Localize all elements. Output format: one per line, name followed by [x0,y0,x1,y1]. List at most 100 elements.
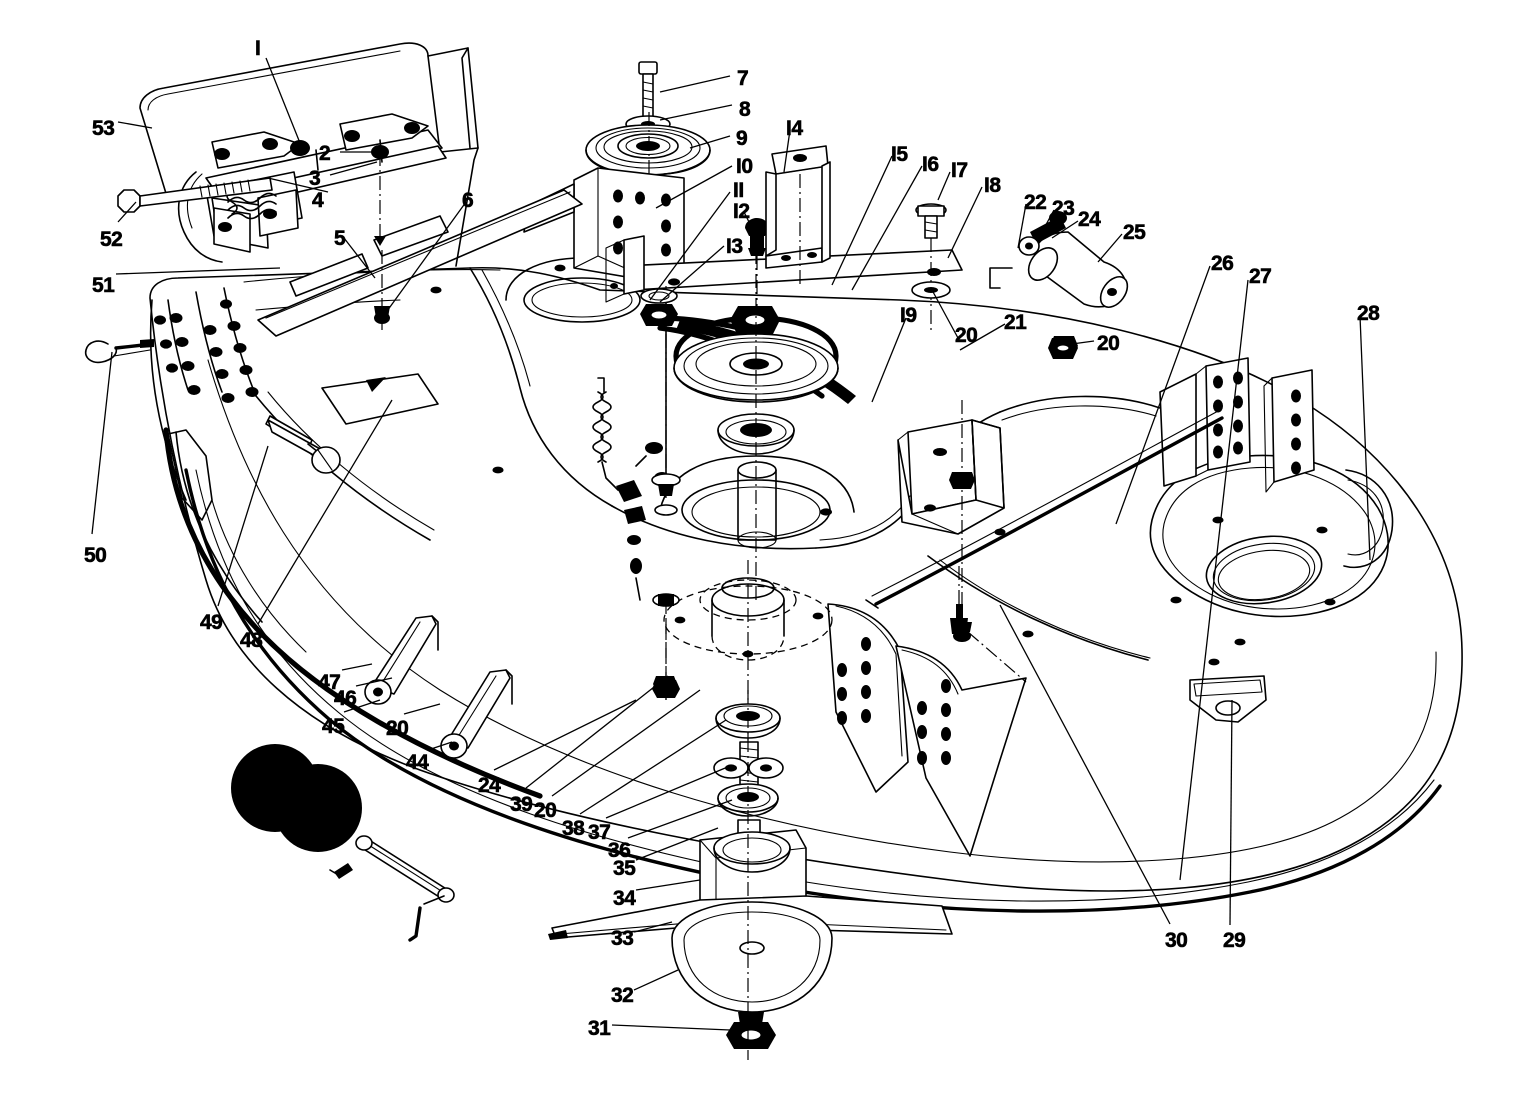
leader-line-23 [1041,209,1055,233]
leader-line-44 [427,741,453,751]
idler-pulley [585,124,711,176]
leader-line-18 [947,186,983,259]
leader-line-47 [341,663,373,671]
leader-line-39 [525,675,669,789]
callout-label-45: 45 [322,715,345,738]
callout-label-11: II [733,179,745,202]
callout-label-30: 30 [1165,929,1188,952]
idler-spring-linkage [592,286,681,700]
callout-label-26: 26 [1211,252,1234,275]
callout-label-44: 44 [406,751,429,774]
leader-line-22 [1017,203,1027,249]
callout-label-47: 47 [318,671,341,694]
callout-label-29: 29 [1223,929,1246,952]
leader-line-19 [871,317,907,403]
leader-line-9 [689,135,731,149]
leader-line-26 [1115,265,1211,525]
leader-line-45 [343,699,381,713]
callout-label-5: 5 [334,227,346,250]
callout-leader-lines [91,57,1371,1031]
leader-line-50 [91,351,113,535]
callout-label-39: 39 [510,793,533,816]
leader-line-20d [403,703,441,715]
callout-label-17: I7 [951,159,969,182]
front-hanger-straps [364,615,513,759]
callout-label-36: 36 [608,839,631,862]
leader-line-24 [1051,220,1079,239]
leader-line-20 [931,289,959,339]
leader-line-32 [633,969,679,991]
leader-line-14 [783,129,791,173]
leader-line-28 [1359,315,1371,561]
leader-line-49 [217,445,269,607]
callout-label-8: 8 [739,98,751,121]
leader-line-3 [329,161,378,176]
callout-label-14: I4 [786,117,804,140]
callout-label-20b: 20 [1097,332,1120,355]
leader-line-5 [343,237,376,279]
callout-label-27: 27 [1249,265,1272,288]
deck-decal [321,373,439,425]
callout-label-53: 53 [92,117,115,140]
leader-line-17 [937,171,951,201]
leader-line-34 [635,879,701,891]
leader-line-36 [627,799,733,839]
callout-label-9: 9 [736,127,748,150]
leader-line-24b [493,699,637,771]
leader-line-53 [117,121,153,129]
leader-line-51 [115,267,281,275]
leader-line-20b [1071,340,1095,345]
callout-label-7: 7 [737,67,749,90]
deck-baffles [827,566,1027,857]
leader-line-29 [1229,699,1233,926]
spindle-nut [730,306,780,336]
leader-line-15 [831,155,893,286]
callout-label-20d: 20 [386,717,409,740]
leader-line-13 [659,245,725,303]
hidden-spindle-housing [663,560,833,740]
callout-label-23: 23 [1052,197,1075,220]
misc-hardware [653,620,677,700]
callout-label-34: 34 [613,887,636,910]
leader-line-6 [381,201,467,319]
leader-line-7 [659,75,731,93]
callout-label-33: 33 [611,927,634,950]
callout-label-32: 32 [611,984,634,1007]
callout-label-25: 25 [1123,221,1146,244]
callout-label-18: I8 [984,174,1002,197]
callout-label-48: 48 [240,629,263,652]
callout-label-50: 50 [84,544,107,567]
leader-line-8 [659,104,733,121]
leader-line-11 [649,191,731,301]
leader-line-25 [1097,233,1123,263]
callout-label-49: 49 [200,611,223,634]
idler-bolt [638,61,658,119]
center-hanger-bracket [897,400,1005,642]
leader-line-31 [611,1024,731,1031]
callout-label-20: 20 [955,324,978,347]
center-spindle-assembly [659,250,855,600]
callout-label-1: I [255,37,262,60]
callout-label-46: 46 [334,687,357,710]
callout-label-2: 2 [319,142,331,165]
hinge-pin-rod [117,177,273,213]
callout-label-38: 38 [562,817,585,840]
leader-line-33 [633,921,673,933]
leader-line-46 [355,677,393,687]
gauge-wheel-assembly [231,744,455,942]
roller-assembly [989,211,1129,359]
leader-line-52 [117,201,137,223]
leader-line-21 [959,323,1006,351]
deflector-shield-assembly [117,42,479,267]
leader-line-35 [635,827,719,861]
callout-label-24b: 24 [478,774,501,797]
leader-line-16 [851,165,923,291]
idler-pivot [640,288,678,326]
callout-label-24: 24 [1078,208,1101,231]
callout-label-10: I0 [736,155,754,178]
right-hanger-brackets [1159,357,1315,493]
mower-deck-shell [149,257,1463,913]
callout-label-16: I6 [922,153,940,176]
